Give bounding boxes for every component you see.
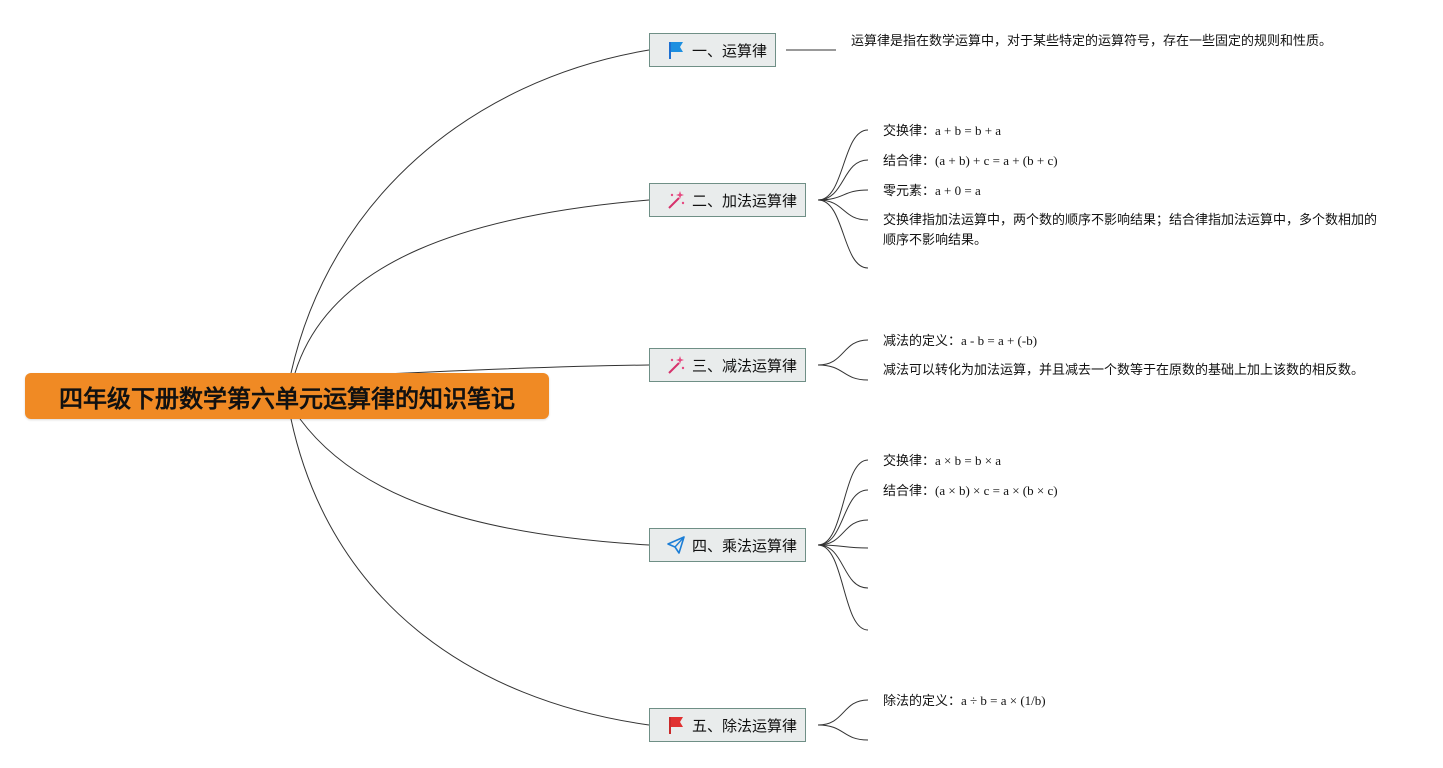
branch-topic-5[interactable]: 五、除法运算律 bbox=[649, 708, 807, 742]
branch-3-item-1: 减法的定义：a - b = a + (-b) bbox=[883, 331, 1037, 352]
branch-topic-1[interactable]: 一、运算律 bbox=[649, 33, 777, 67]
item-formula: a × b = b × a bbox=[935, 453, 1002, 468]
connector-root-branch-2 bbox=[294, 199, 650, 374]
connector-branch-2-item-3 bbox=[817, 189, 869, 201]
branch-5-item-1: 除法的定义：a ÷ b = a × (1/b) bbox=[883, 691, 1046, 712]
item-label: 结合律： bbox=[883, 484, 936, 499]
item-label: 结合律： bbox=[883, 154, 936, 169]
branch-topic-4[interactable]: 四、乘法运算律 bbox=[649, 528, 807, 562]
branch-3-note: 减法可以转化为加法运算，并且减去一个数等于在原数的基础上加上该数的相反数。 bbox=[883, 363, 1365, 378]
branch-topic-3-title: 三、减法运算律 bbox=[692, 356, 798, 375]
branch-topic-2-title: 二、加法运算律 bbox=[692, 191, 798, 210]
red-flag-icon bbox=[666, 715, 686, 735]
branch-2-item-3: 零元素：a + 0 = a bbox=[883, 181, 981, 202]
item-label: 交换律： bbox=[883, 124, 936, 139]
connector-branch-2-item-5 bbox=[817, 199, 869, 269]
paper-plane-icon bbox=[666, 535, 686, 555]
connector-root-branch-5 bbox=[290, 418, 650, 726]
branch-topic-4-title: 四、乘法运算律 bbox=[692, 536, 798, 555]
connector-branch-4-item-3 bbox=[817, 519, 869, 546]
branch-4-item-1: 交换律：a × b = b × a bbox=[883, 451, 1001, 472]
connector-branch-4-item-6 bbox=[817, 544, 869, 631]
magic-wand-icon bbox=[666, 355, 686, 375]
item-label: 零元素： bbox=[883, 184, 936, 199]
branch-2-item-2: 结合律：(a + b) + c = a + (b + c) bbox=[883, 151, 1058, 172]
item-formula: (a × b) × c = a × (b × c) bbox=[935, 483, 1058, 498]
branch-1-note: 运算律是指在数学运算中，对于某些特定的运算符号，存在一些固定的规则和性质。 bbox=[851, 34, 1333, 49]
blue-flag-icon bbox=[666, 40, 686, 60]
connector-branch-2-item-4 bbox=[817, 199, 869, 221]
connector-branch-2-item-2 bbox=[817, 159, 869, 201]
connector-branch-3-item-2 bbox=[817, 364, 869, 381]
branch-2-item-1: 交换律：a + b = b + a bbox=[883, 121, 1001, 142]
connector-branch-2-item-1 bbox=[817, 129, 869, 201]
branch-2-note: 交换律指加法运算中，两个数的顺序不影响结果；结合律指加法运算中，多个数相加的顺序… bbox=[883, 213, 1378, 248]
item-formula: a + b = b + a bbox=[935, 123, 1002, 138]
root-topic-title: 四年级下册数学第六单元运算律的知识笔记 bbox=[59, 384, 515, 413]
connector-branch-4-item-4 bbox=[817, 544, 869, 549]
connector-branch-4-item-2 bbox=[817, 489, 869, 546]
magic-wand-icon bbox=[666, 190, 686, 210]
item-formula: (a + b) + c = a + (b + c) bbox=[935, 153, 1058, 168]
root-topic[interactable]: 四年级下册数学第六单元运算律的知识笔记 bbox=[25, 373, 549, 419]
item-formula: a - b = a + (-b) bbox=[961, 333, 1038, 348]
item-formula: a + 0 = a bbox=[935, 183, 981, 198]
item-label: 减法的定义： bbox=[883, 334, 962, 349]
branch-topic-5-title: 五、除法运算律 bbox=[692, 716, 798, 735]
branch-topic-2[interactable]: 二、加法运算律 bbox=[649, 183, 807, 217]
item-label: 交换律： bbox=[883, 454, 936, 469]
item-label: 除法的定义： bbox=[883, 694, 962, 709]
branch-topic-1-title: 一、运算律 bbox=[692, 41, 768, 60]
connector-branch-4-item-5 bbox=[817, 544, 869, 589]
connector-branch-3-item-1 bbox=[817, 339, 869, 366]
connector-branch-5-item-2 bbox=[817, 724, 869, 741]
branch-topic-3[interactable]: 三、减法运算律 bbox=[649, 348, 807, 382]
branch-4-item-2: 结合律：(a × b) × c = a × (b × c) bbox=[883, 481, 1058, 502]
item-formula: a ÷ b = a × (1/b) bbox=[961, 693, 1046, 708]
connector-branch-5-item-1 bbox=[817, 699, 869, 726]
connector-root-branch-4 bbox=[299, 418, 650, 546]
connector-root-branch-1 bbox=[290, 49, 650, 374]
connector-branch-4-item-1 bbox=[817, 459, 869, 546]
